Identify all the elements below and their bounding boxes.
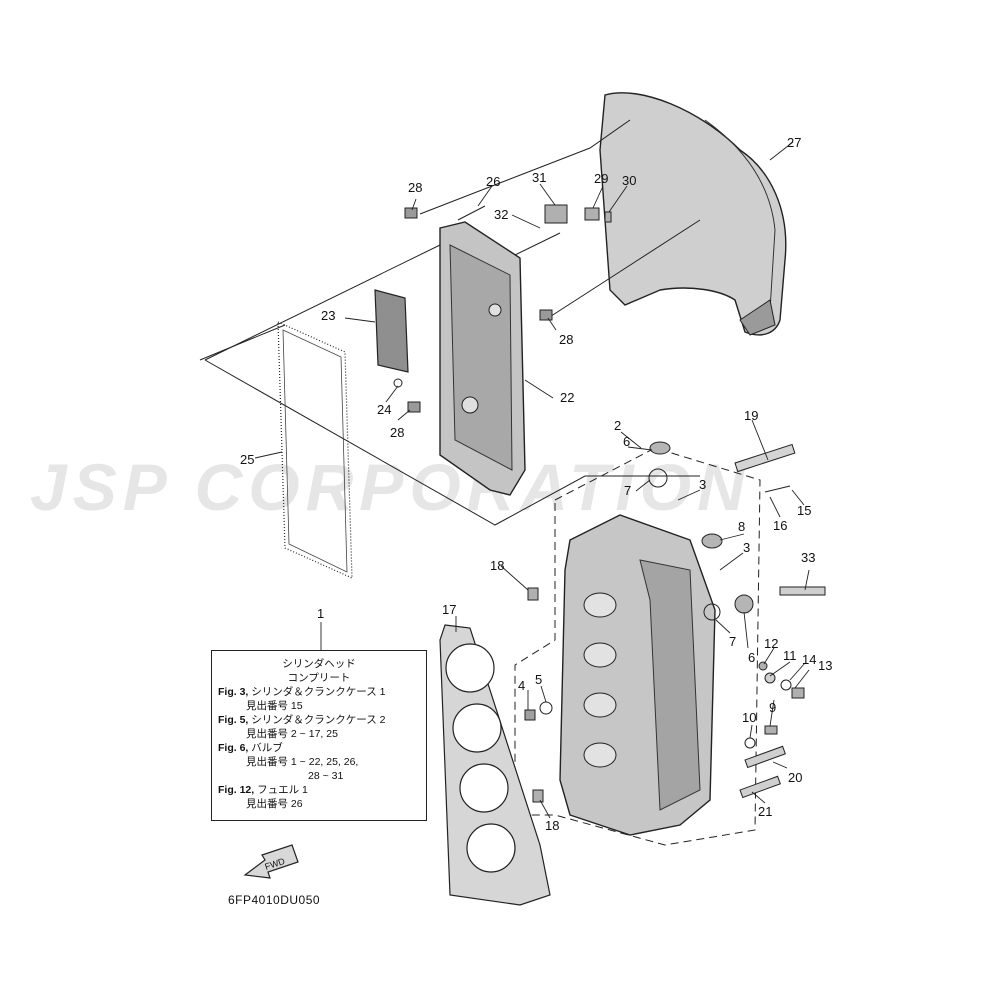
- label-7a: 7: [624, 483, 631, 498]
- legend-title-1: シリンダヘッド: [282, 658, 356, 670]
- label-18a: 18: [490, 558, 504, 573]
- part-19-bolt: [734, 443, 796, 473]
- part-2-cylinder-head: [559, 514, 716, 836]
- part-18-dowel-2: [532, 789, 544, 803]
- part-18-dowel: [527, 587, 539, 601]
- part-28-grommet: [404, 207, 418, 219]
- part-31-cap: [544, 204, 568, 224]
- part-labels: 2 3 3 4 5 6 6 7 7 8 9 10 11 12 13 14 15 …: [240, 135, 832, 833]
- label-30: 30: [622, 173, 636, 188]
- label-33: 33: [801, 550, 815, 565]
- leader-lines: [254, 141, 810, 819]
- legend-box: シリンダヘッド コンプリート Fig. 3, シリンダ＆クランクケース 1 見出…: [211, 650, 427, 821]
- label-28b: 28: [559, 332, 573, 347]
- part-21-bolt: [739, 775, 781, 799]
- part-6-plug: [649, 441, 671, 455]
- part-6-plug-2: [734, 594, 754, 614]
- part-5-oring: [539, 701, 553, 715]
- part-28-grommet-3: [407, 401, 421, 413]
- label-28a: 28: [408, 180, 422, 195]
- watermark-text: JSP CORPORATION: [30, 450, 751, 524]
- assembly-lines-upper: [199, 119, 701, 526]
- legend-entry: Fig. 12, フュエル 1: [218, 784, 308, 796]
- label-10: 10: [742, 710, 756, 725]
- label-3a: 3: [699, 477, 706, 492]
- part-17-head-gasket: [439, 624, 551, 906]
- legend-entry-sub: 見出番号 15: [246, 700, 303, 712]
- part-8-cap: [701, 533, 723, 549]
- label-19: 19: [744, 408, 758, 423]
- part-11: [764, 672, 776, 684]
- part-32-hose: [514, 232, 561, 256]
- label-7b: 7: [729, 634, 736, 649]
- label-20: 20: [788, 770, 802, 785]
- legend-entry-sub: 見出番号 26: [246, 798, 303, 810]
- label-23: 23: [321, 308, 335, 323]
- part-23-plate: [374, 289, 409, 373]
- label-14: 14: [802, 652, 816, 667]
- fwd-arrow-icon: FWD: [243, 844, 299, 879]
- label-3b: 3: [743, 540, 750, 555]
- part-33-plug: [779, 586, 826, 596]
- label-4: 4: [518, 678, 525, 693]
- part-2-dashed-outline: [514, 447, 761, 846]
- legend-entry: Fig. 5, シリンダ＆クランクケース 2: [218, 714, 386, 726]
- label-9: 9: [769, 700, 776, 715]
- label-18b: 18: [545, 818, 559, 833]
- label-21: 21: [758, 804, 772, 819]
- label-6b: 6: [748, 650, 755, 665]
- label-12: 12: [764, 636, 778, 651]
- part-29-clip: [584, 207, 600, 221]
- part-24-washer: [393, 378, 403, 388]
- label-27: 27: [787, 135, 801, 150]
- part-25-gasket-inner: [282, 329, 348, 573]
- part-7-oring: [648, 468, 668, 488]
- label-25: 25: [240, 452, 254, 467]
- label-8: 8: [738, 519, 745, 534]
- label-32: 32: [494, 207, 508, 222]
- legend-entry: Fig. 6, バルブ: [218, 742, 283, 754]
- part-4-fitting: [524, 709, 536, 721]
- label-31: 31: [532, 170, 546, 185]
- label-5: 5: [535, 672, 542, 687]
- label-26: 26: [486, 174, 500, 189]
- label-1: 1: [317, 606, 324, 621]
- label-24: 24: [377, 402, 391, 417]
- label-22: 22: [560, 390, 574, 405]
- part-15-pin: [764, 485, 791, 493]
- label-2: 2: [614, 418, 621, 433]
- legend-entry-sub: 見出番号 2 ~ 17, 25: [246, 728, 338, 740]
- part-13: [791, 687, 805, 699]
- label-15: 15: [797, 503, 811, 518]
- label-28c: 28: [390, 425, 404, 440]
- label-6a: 6: [623, 434, 630, 449]
- part-7-oring-2: [703, 603, 721, 621]
- part-14: [780, 679, 792, 691]
- legend-entry-sub: 見出番号 1 ~ 22, 25, 26,: [246, 756, 359, 768]
- small-parts: [393, 204, 826, 803]
- part-20-bolt: [744, 745, 786, 769]
- part-30-screw: [604, 211, 612, 223]
- part-12: [758, 661, 768, 671]
- part-10: [744, 737, 756, 749]
- label-29: 29: [594, 171, 608, 186]
- label-16: 16: [773, 518, 787, 533]
- part-26-screw: [457, 205, 486, 221]
- legend-entry-sub2: 28 ~ 31: [308, 770, 344, 782]
- part-25-gasket: [277, 321, 353, 579]
- label-11: 11: [783, 648, 797, 663]
- legend-entry: Fig. 3, シリンダ＆クランクケース 1: [218, 686, 386, 698]
- part-27-cover: [599, 92, 787, 336]
- diagram-code: 6FP4010DU050: [228, 893, 321, 907]
- part-22-cylinder-head-cover: [439, 221, 526, 496]
- legend-title-2: コンプリート: [287, 672, 351, 684]
- part-28-grommet-2: [539, 309, 553, 321]
- part-9: [764, 725, 778, 735]
- label-17: 17: [442, 602, 456, 617]
- label-13: 13: [818, 658, 832, 673]
